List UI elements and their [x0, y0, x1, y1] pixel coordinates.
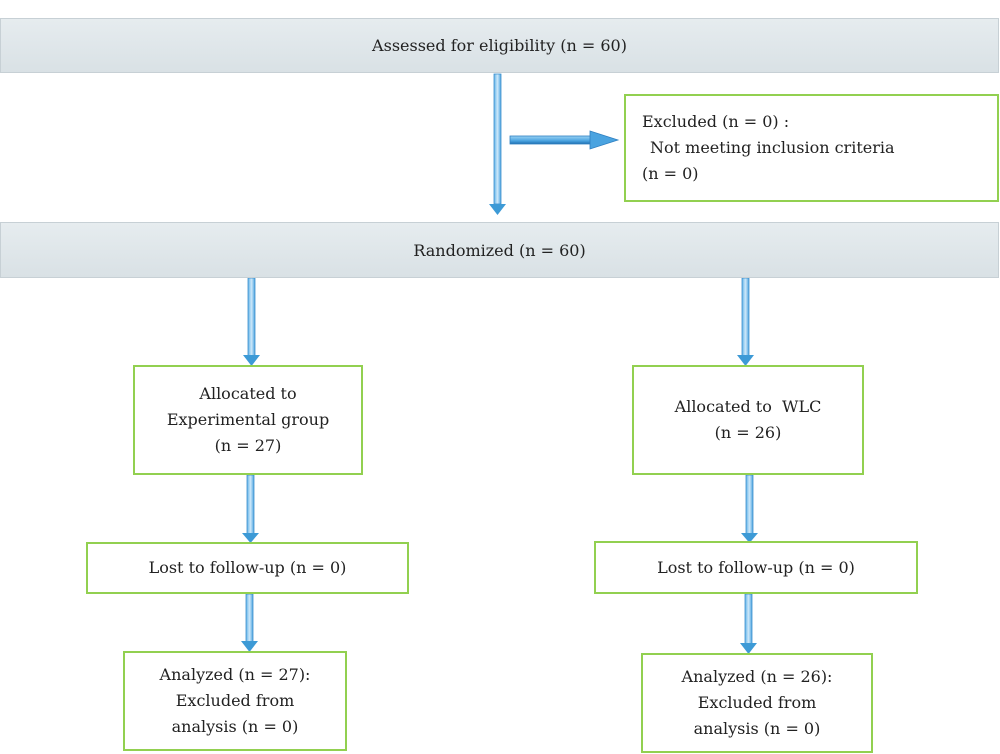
excluded-box: Excluded (n = 0) : Not meeting inclusion…: [624, 94, 999, 202]
wlc-allocated-line1: Allocated to WLC: [674, 397, 822, 416]
experimental-lost-text: Lost to follow-up (n = 0): [148, 558, 347, 577]
wlc-analyzed-line2: Excluded from: [697, 693, 817, 712]
experimental-analyzed-line1: Analyzed (n = 27):: [159, 665, 311, 684]
experimental-lost-box: Lost to follow-up (n = 0): [86, 542, 409, 594]
excluded-title: Excluded (n = 0) :: [642, 112, 790, 131]
wlc-lost-text: Lost to follow-up (n = 0): [657, 557, 855, 577]
arrow-wlc-to-lost: [741, 474, 758, 543]
wlc-analyzed-box: Analyzed (n = 26): Excluded from analysi…: [641, 653, 873, 753]
wlc-allocated-count: (n = 26): [714, 423, 782, 442]
wlc-analyzed-line3: analysis (n = 0): [693, 719, 821, 738]
wlc-lost-box: Lost to follow-up (n = 0): [594, 541, 918, 594]
arrow-randomized-to-experimental: [243, 277, 260, 366]
experimental-analyzed-line2: Excluded from: [175, 691, 295, 710]
arrow-assessed-to-randomized: [489, 73, 506, 215]
randomized-text: Randomized (n = 60): [413, 240, 586, 260]
experimental-analyzed-line3: analysis (n = 0): [171, 717, 299, 736]
assessed-text: Assessed for eligibility (n = 60): [372, 36, 627, 55]
experimental-allocated-line1: Allocated to: [199, 384, 297, 403]
wlc-allocation-box: Allocated to WLC (n = 26): [632, 365, 864, 475]
wlc-analyzed-line1: Analyzed (n = 26):: [681, 667, 833, 686]
arrow-lost-to-analyzed-left: [241, 593, 258, 652]
experimental-analyzed-box: Analyzed (n = 27): Excluded from analysi…: [123, 651, 347, 751]
experimental-allocated-line2: Experimental group: [166, 410, 330, 429]
arrow-lost-to-analyzed-right: [740, 593, 757, 654]
randomized-banner: Randomized (n = 60): [0, 222, 999, 278]
arrow-to-excluded: [509, 130, 620, 150]
assessed-banner: Assessed for eligibility (n = 60): [0, 18, 999, 73]
experimental-allocation-box: Allocated to Experimental group (n = 27): [133, 365, 363, 475]
arrow-randomized-to-wlc: [737, 277, 754, 366]
experimental-allocated-count: (n = 27): [214, 436, 282, 455]
arrow-experimental-to-lost: [242, 474, 259, 543]
excluded-count: (n = 0): [642, 164, 699, 183]
excluded-reason: Not meeting inclusion criteria: [650, 138, 895, 157]
